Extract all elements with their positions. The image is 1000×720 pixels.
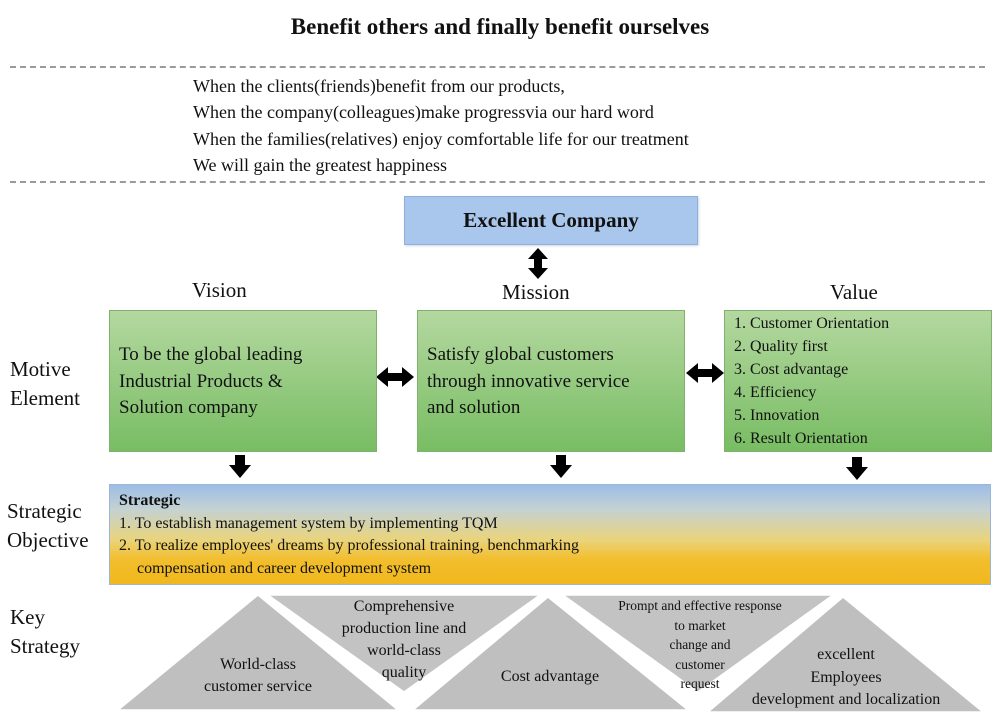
down-arrow-icon	[229, 455, 251, 478]
mission-heading: Mission	[502, 280, 570, 304]
vision-text: To be the global leading Industrial Prod…	[119, 342, 302, 422]
strategy-line: development and localization	[751, 691, 941, 708]
mission-text: Satisfy global customers through innovat…	[427, 342, 630, 422]
row-label-line: Key	[10, 605, 45, 629]
strategic-objective-box	[109, 484, 991, 585]
value-heading: Value	[830, 280, 878, 304]
mission-line: through innovative service	[427, 370, 630, 392]
strategic-line: 1. To establish management system by imp…	[119, 514, 498, 532]
row-label-line: Strategy	[10, 634, 80, 658]
divider-bottom	[10, 181, 985, 183]
strategy-line: Prompt and effective response	[618, 598, 782, 613]
row-label-line: Motive	[10, 357, 71, 381]
value-item: 5. Innovation	[734, 407, 820, 424]
horizontal-double-arrow-icon	[376, 367, 414, 387]
vision-line: Solution company	[119, 397, 258, 418]
strategic-objective-text: Strategic 1. To establish management sys…	[119, 490, 579, 581]
intro-line: We will gain the greatest happiness	[193, 154, 447, 175]
row-label-strategic: Strategic Objective	[7, 497, 89, 555]
row-label-motive: Motive Element	[10, 355, 80, 413]
row-label-key: Key Strategy	[10, 603, 80, 661]
strategy-line: customer	[675, 656, 725, 672]
down-arrow-icon	[550, 455, 572, 478]
strategy-line: World-class	[219, 656, 297, 673]
strategic-line: compensation and career development syst…	[137, 560, 432, 578]
strategy-line: Employees	[810, 668, 882, 686]
excellent-company-box: Excellent Company	[404, 196, 698, 245]
strategy-triangle-3	[410, 596, 691, 711]
intro-line: When the families(relatives) enjoy comfo…	[193, 128, 689, 149]
value-item: 1. Customer Orientation	[734, 315, 890, 332]
strategy-triangle-4	[560, 594, 836, 693]
strategy-line: world-class	[367, 642, 441, 659]
intro-line: When the clients(friends)benefit from ou…	[193, 76, 565, 96]
strategy-label-1: World-class customer service	[158, 654, 358, 698]
vision-box	[109, 310, 377, 452]
value-box	[724, 310, 992, 452]
row-label-line: Objective	[7, 528, 89, 552]
divider-top	[10, 66, 985, 68]
value-item: 2. Quality first	[734, 338, 828, 355]
intro-line: When the company(colleagues)make progres…	[193, 102, 654, 123]
vision-line: Industrial Products &	[119, 370, 283, 392]
down-arrow-icon	[846, 457, 868, 480]
strategy-label-3: Cost advantage	[450, 666, 650, 688]
mission-line: Satisfy global customers	[427, 344, 614, 365]
strategy-line: request	[680, 676, 720, 691]
mission-line: and solution	[427, 397, 521, 418]
strategic-line: 2. To realize employees' dreams by profe…	[119, 537, 579, 555]
page-title: Benefit others and finally benefit ourse…	[290, 14, 710, 39]
value-item: 3. Cost advantage	[734, 361, 849, 378]
strategy-line: excellent	[817, 646, 875, 663]
intro-text: When the clients(friends)benefit from ou…	[193, 73, 689, 178]
value-list: 1. Customer Orientation 2. Quality first…	[734, 312, 889, 450]
value-item: 6. Result Orientation	[734, 430, 868, 447]
vision-heading: Vision	[192, 278, 247, 302]
strategy-triangle-1	[115, 594, 401, 711]
horizontal-double-arrow-icon	[686, 363, 724, 383]
value-item: 4. Efficiency	[734, 384, 817, 401]
strategy-line: production line and	[341, 620, 467, 637]
vision-line: To be the global leading	[119, 344, 303, 365]
strategy-line: customer service	[204, 678, 312, 695]
strategy-triangle-5	[705, 596, 986, 713]
strategy-label-5: excellent Employees development and loca…	[728, 644, 964, 712]
strategy-line: Comprehensive	[353, 598, 455, 615]
strategy-line: quality	[381, 664, 427, 681]
vertical-double-arrow-icon	[528, 248, 548, 279]
mission-box	[417, 310, 685, 452]
strategy-line: to market	[674, 617, 726, 633]
strategy-label-2: Comprehensive production line and world-…	[304, 596, 504, 684]
row-label-line: Strategic	[7, 499, 82, 523]
strategy-triangle-2	[265, 594, 543, 693]
row-label-line: Element	[10, 386, 80, 410]
excellent-company-label: Excellent Company	[463, 208, 639, 232]
strategy-line: Cost advantage	[500, 668, 600, 685]
strategic-heading: Strategic	[119, 492, 181, 509]
strategy-label-4: Prompt and effective response to market …	[590, 596, 810, 694]
strategy-line: change and	[669, 637, 731, 652]
